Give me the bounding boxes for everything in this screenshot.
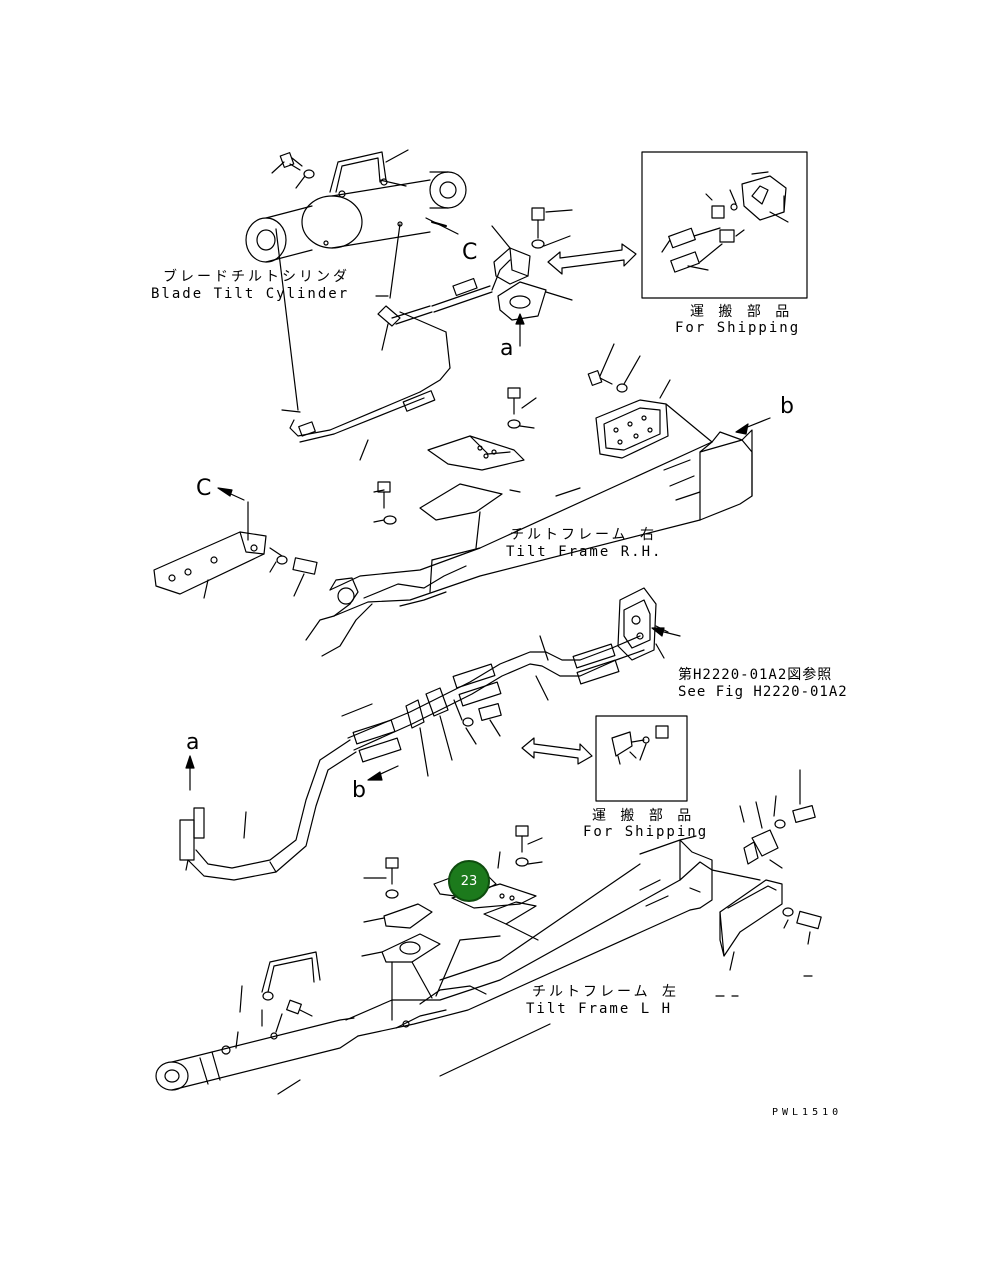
bolt-washer-top-left (271, 152, 315, 189)
tilt-frame-rh-label-jp: チルトフレーム 右 (510, 527, 658, 543)
guard-lh (711, 769, 822, 997)
tilt-frame-lh (345, 835, 713, 1077)
ref-b-upper: b (780, 394, 794, 419)
drawing-code: PWL1510 (772, 1107, 843, 1118)
cylinder-lower (155, 1017, 359, 1095)
bracket-c-left (153, 501, 318, 599)
tilt-frame-rh-label-en: Tilt Frame R.H. (506, 544, 663, 560)
cylinder-label-en: Blade Tilt Cylinder (151, 286, 350, 302)
tilt-frame-lh-label-jp: チルトフレーム 左 (532, 984, 680, 1000)
tilt-frame-rh (305, 429, 753, 657)
hose-assembly-middle (341, 635, 645, 777)
ref-b-lower: b (352, 778, 366, 803)
shipping-box-2-label-en: For Shipping (583, 824, 709, 840)
valve-block-middle (617, 587, 669, 661)
shipping-box-1-label-jp: 運 搬 部 品 (690, 304, 793, 320)
shipping-box-1 (641, 151, 808, 299)
ref-c-left: C (196, 476, 212, 501)
blade-tilt-cylinder (245, 151, 467, 299)
shipping-box-2-label-jp: 運 搬 部 品 (592, 808, 695, 824)
hose-long-left (179, 739, 357, 881)
handle-lower (239, 951, 321, 1033)
ref-a-lower: a (186, 730, 200, 755)
see-fig-label-jp: 第H2220-01A2図参照 (678, 667, 833, 683)
valve-block-upper (491, 207, 573, 321)
hose-upper (281, 259, 511, 461)
shipping-box-2 (595, 715, 688, 802)
guard-rh (595, 399, 713, 459)
plates-lower (381, 871, 539, 1029)
double-arrow-upper (547, 243, 637, 275)
cylinder-label-jp: ブレードチルトシリンダ (163, 269, 350, 285)
shipping-box-1-label-en: For Shipping (675, 320, 801, 336)
ref-a-upper: a (500, 336, 514, 361)
see-fig-label-en: See Fig H2220-01A2 (678, 684, 848, 700)
ref-c-upper: C (462, 240, 478, 265)
double-arrow-lower (521, 737, 593, 765)
plate-rh (419, 435, 525, 561)
tilt-frame-lh-label-en: Tilt Frame L H (526, 1001, 673, 1017)
part-callout-23[interactable]: 23 (448, 860, 490, 902)
part-callout-number: 23 (460, 873, 478, 889)
